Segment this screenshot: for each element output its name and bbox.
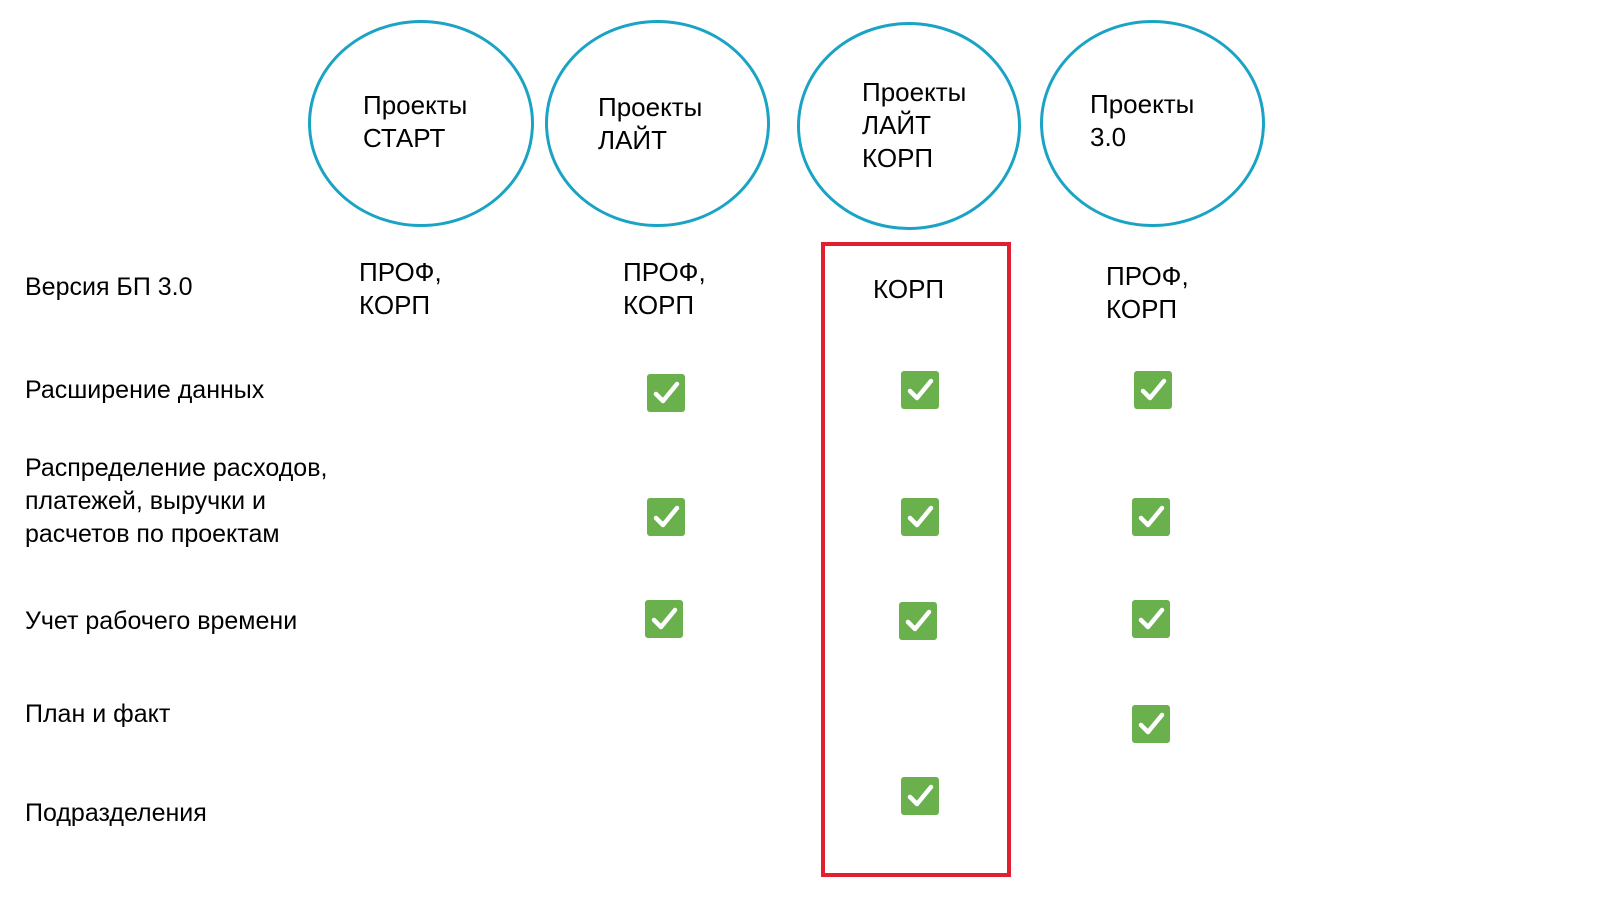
checkmark-icon xyxy=(647,374,685,412)
checkmark-glyph xyxy=(1140,378,1167,401)
version-cell-3: ПРОФ, КОРП xyxy=(1106,261,1189,324)
checkmark-glyph xyxy=(907,505,934,528)
checkmark-icon xyxy=(1132,705,1170,743)
checkmark-glyph xyxy=(653,505,680,528)
row-label-plan-fact: План и факт xyxy=(25,700,171,728)
column-label-3: Проекты 3.0 xyxy=(1090,89,1195,152)
checkmark-glyph xyxy=(905,609,932,632)
circle-projects-lite-corp xyxy=(797,22,1021,230)
checkmark-icon xyxy=(647,498,685,536)
checkmark-glyph xyxy=(907,378,934,401)
checkmark-icon xyxy=(1132,600,1170,638)
checkmark-icon xyxy=(901,777,939,815)
checkmark-icon xyxy=(901,371,939,409)
row-label-departments: Подразделения xyxy=(25,799,207,827)
row-label-distribution: Распределение расходов, платежей, выручк… xyxy=(25,454,328,548)
version-cell-lite-corp: КОРП xyxy=(873,274,945,304)
checkmark-icon xyxy=(1132,498,1170,536)
checkmark-glyph xyxy=(1138,505,1165,528)
version-cell-start: ПРОФ, КОРП xyxy=(359,257,442,320)
row-label-work-time: Учет рабочего времени xyxy=(25,607,298,635)
column-label-start: Проекты СТАРТ xyxy=(363,90,468,153)
checkmark-glyph xyxy=(1138,607,1165,630)
row-label-data-extension: Расширение данных xyxy=(25,376,265,404)
checkmark-glyph xyxy=(907,784,934,807)
column-label-lite-corp: Проекты ЛАЙТ КОРП xyxy=(862,77,967,173)
column-label-lite: Проекты ЛАЙТ xyxy=(598,92,703,155)
row-label-version: Версия БП 3.0 xyxy=(25,273,193,301)
circle-projects-lite xyxy=(545,20,770,227)
checkmark-glyph xyxy=(651,607,678,630)
highlight-frame xyxy=(821,242,1011,877)
version-cell-lite: ПРОФ, КОРП xyxy=(623,257,706,320)
circle-projects-3 xyxy=(1040,20,1265,227)
checkmark-icon xyxy=(645,600,683,638)
checkmark-glyph xyxy=(653,381,680,404)
circle-projects-start xyxy=(308,20,534,227)
checkmark-icon xyxy=(1134,371,1172,409)
checkmark-icon xyxy=(901,498,939,536)
checkmark-icon xyxy=(899,602,937,640)
checkmark-glyph xyxy=(1138,712,1165,735)
